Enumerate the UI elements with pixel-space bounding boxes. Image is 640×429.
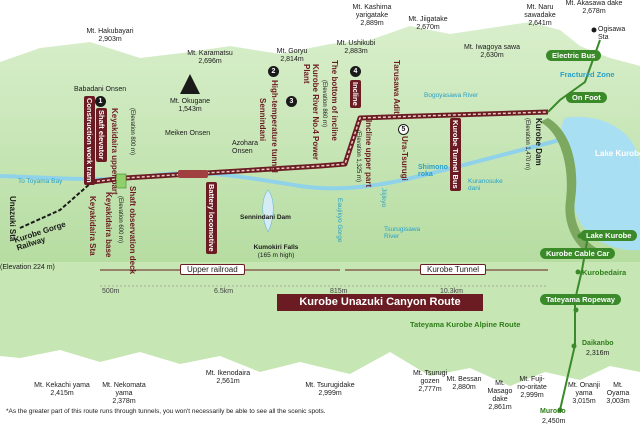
tateyama-ropeway: Tateyama Ropeway [540, 294, 622, 305]
murodo-elev: 2,450m [542, 418, 566, 425]
jiijikyo: Jiijikyo [380, 188, 387, 208]
alpine-route-title: Tateyama Kurobe Alpine Route [410, 320, 521, 329]
daikanbo: Daikanbo [582, 340, 614, 347]
kurobe-dam-elev: (Elevation 1,470 m) [524, 118, 530, 171]
keyakidaira-base-elev: (Elevation 600 m) [117, 196, 123, 244]
dist-815m: 815m [330, 288, 348, 295]
keyakidaira-sta: Keyakidaira Sta [88, 196, 97, 256]
battery-locomotive-mark [178, 170, 208, 178]
keyakidaira-block [115, 173, 127, 189]
ogisawa-sta: Ogisawa Sta [598, 26, 626, 41]
kumokiri-falls: Kumokiri Falls(165 m high) [253, 244, 299, 259]
tarusawa-adit: Tarusawa Adit [392, 60, 401, 114]
tsurugisawa-river: Tsurugisawa River [384, 226, 421, 240]
kurobedaira-stop: Kurobedaira [582, 268, 627, 277]
okugane-peak-mark [180, 74, 200, 94]
sennindani-dam: Sennindani Dam [240, 214, 291, 221]
to-toyama-bay: To Toyama Bay [18, 178, 63, 185]
lake-kurobe-label: Lake Kurobe [595, 149, 640, 158]
meiken-onsen: Meiken Onsen [165, 130, 211, 137]
kurobe-dam-wall [540, 118, 600, 256]
ogisawa-dot [591, 27, 597, 33]
keyakidaira-upper-elev: (Elevation 800 m) [129, 108, 135, 156]
on-foot: On Foot [566, 92, 607, 103]
fractured-zone: Fractured Zone [560, 70, 615, 79]
keyakidaira-base: Keyakidaira base [104, 192, 113, 258]
bogoyasawa-river: Bogoyasawa River [424, 92, 479, 99]
shaft-elevator: Shaft elevator [96, 108, 107, 162]
high-temperature-tunnel: High-temperature tunnel [270, 80, 279, 173]
electric-bus: Electric Bus [546, 50, 602, 61]
dist-10-3km: 10.3km [440, 288, 463, 295]
north-mountains [0, 22, 640, 270]
footnote: *As the greater part of this route runs … [6, 408, 326, 415]
incline-upper-part: Incline upper part [364, 120, 373, 188]
alpine-route-line [547, 39, 601, 113]
stop-4-marker: 4 [350, 66, 361, 77]
unazuki-sta: Unazuki Sta [8, 196, 17, 242]
murodo: Murodo [540, 408, 566, 415]
eaujikyo-gorge: Eaujikyo Gorge [336, 198, 343, 243]
route-title: Kurobe Unazuki Canyon Route [277, 294, 483, 311]
shimono-roka: Shimono roka [418, 164, 448, 178]
battery-locomotive: Battery locomotive [206, 182, 217, 254]
dist-6-5km: 6.5km [214, 288, 234, 295]
kurobe-tunnel-bus: Kurobe Tunnel Bus [450, 118, 461, 191]
gorge-railway [19, 181, 93, 229]
sennindani: Sennindani [258, 98, 267, 142]
azohara-onsen: Azohara Onsen [232, 140, 259, 155]
stop-1-marker: 1 [95, 96, 106, 107]
kurobe-dam: Kurobe Dam [534, 118, 543, 166]
kumokiri-falls-mark [262, 189, 274, 233]
keyakidaira-upper: Keyakidaira upper part [110, 108, 119, 195]
stop-3-marker: 3 [286, 96, 297, 107]
ura-tsurugi: Ura-Tsurugi [400, 136, 409, 181]
daikanbo-elev: 2,316m [586, 350, 610, 357]
bottom-of-incline: The bottom of incline [330, 60, 339, 141]
kurobe-cable-car: Kurobe Cable Car [540, 248, 616, 259]
bottom-of-incline-elev: (Elevation 860 m) [321, 80, 327, 128]
incline: Incline [350, 80, 361, 108]
incline-upper-elev: (Elevation 1,325 m) [355, 130, 361, 183]
stop-2-marker: 2 [268, 66, 279, 77]
route-line-inner [91, 111, 549, 183]
babadani-onsen: Babadani Onsen [74, 86, 127, 93]
upper-railroad-section: Upper railroad [180, 264, 245, 275]
stop-5-marker: 5 [398, 124, 409, 135]
south-mountains [0, 262, 640, 386]
lake-kurobe-stop: Lake Kurobe [580, 230, 638, 241]
lake-kurobe [561, 116, 640, 251]
kurobe-river-no4-power-plant: Kurobe River No.4 Power Plant [302, 64, 320, 161]
kurobe-tunnel-section: Kurobe Tunnel [420, 264, 487, 275]
construction-work-tram: Construction work tram [84, 96, 95, 185]
kuranosuke-dani: Kuranosuke dani [468, 178, 503, 192]
shaft-observation-deck: Shaft observation deck [128, 186, 137, 275]
unazuki-elev: (Elevation 224 m) [0, 264, 55, 271]
dist-500m: 500m [102, 288, 120, 295]
